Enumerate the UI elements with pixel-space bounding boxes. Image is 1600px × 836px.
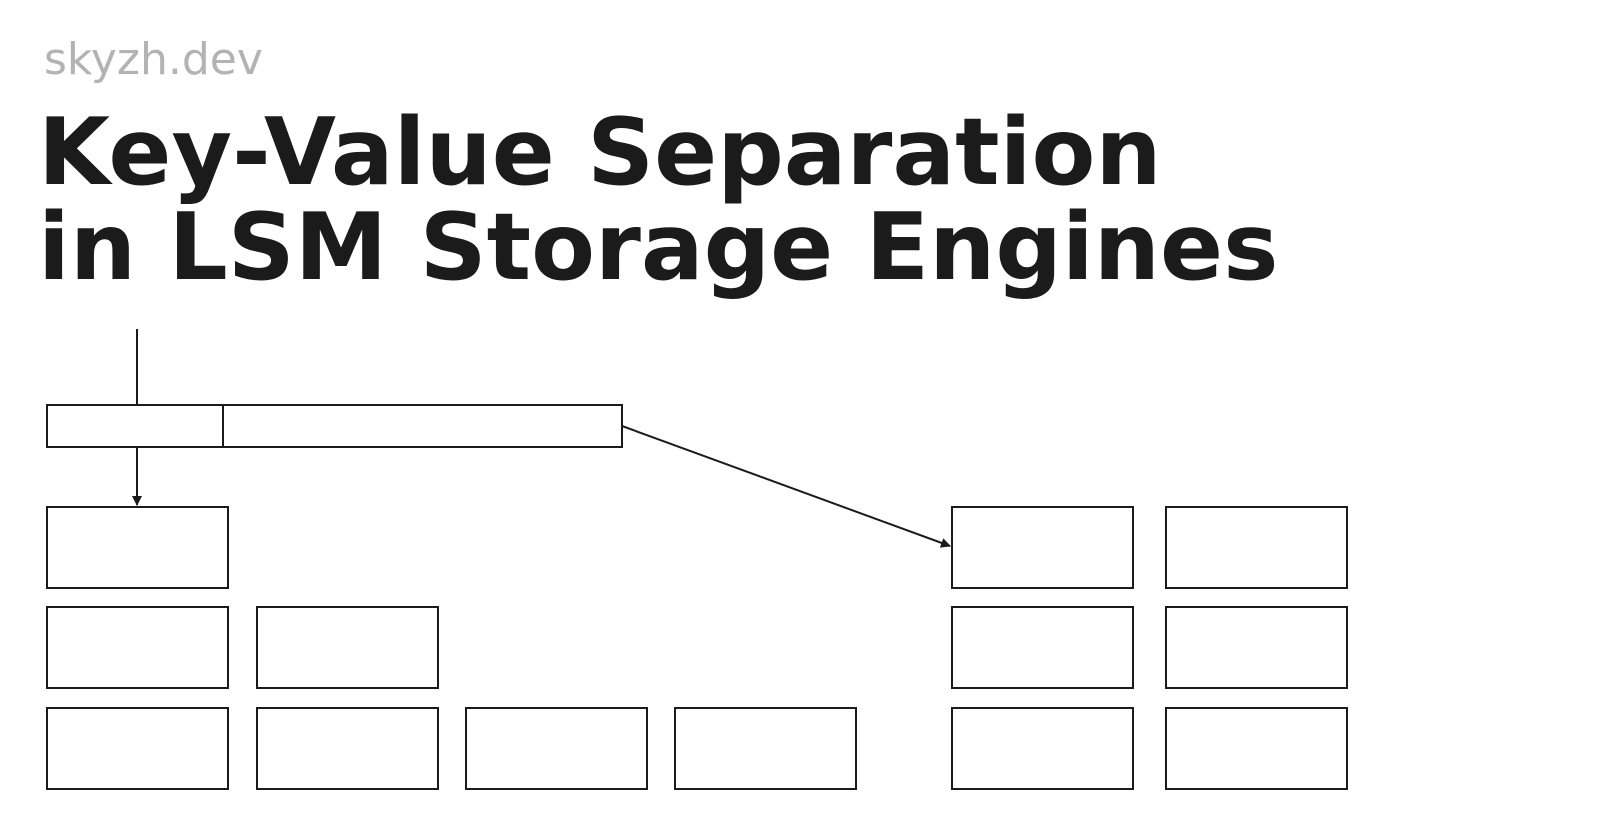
value-log-level0-sst-1	[1165, 506, 1348, 589]
lsm-tree-level0-sst-0	[46, 506, 229, 589]
lsm-tree-level1-sst-0	[46, 606, 229, 689]
lsm-tree-level2-sst-0	[46, 707, 229, 790]
kv-entry-box	[46, 404, 623, 448]
value-arrow	[621, 425, 951, 548]
title-line-1: Key-Value Separation	[38, 98, 1162, 206]
value-log-level2-sst-0	[951, 707, 1134, 790]
lsm-tree-level2-sst-2	[465, 707, 648, 790]
lsm-tree-level2-sst-3	[674, 707, 857, 790]
value-log-level0-sst-0	[951, 506, 1134, 589]
value-log-level1-sst-1	[1165, 606, 1348, 689]
value-log-level1-sst-0	[951, 606, 1134, 689]
site-name: skyzh.dev	[44, 34, 263, 85]
lsm-tree-level1-sst-1	[256, 606, 439, 689]
value-log-level2-sst-1	[1165, 707, 1348, 790]
lsm-tree-level2-sst-1	[256, 707, 439, 790]
title-line-2: in LSM Storage Engines	[38, 193, 1279, 301]
